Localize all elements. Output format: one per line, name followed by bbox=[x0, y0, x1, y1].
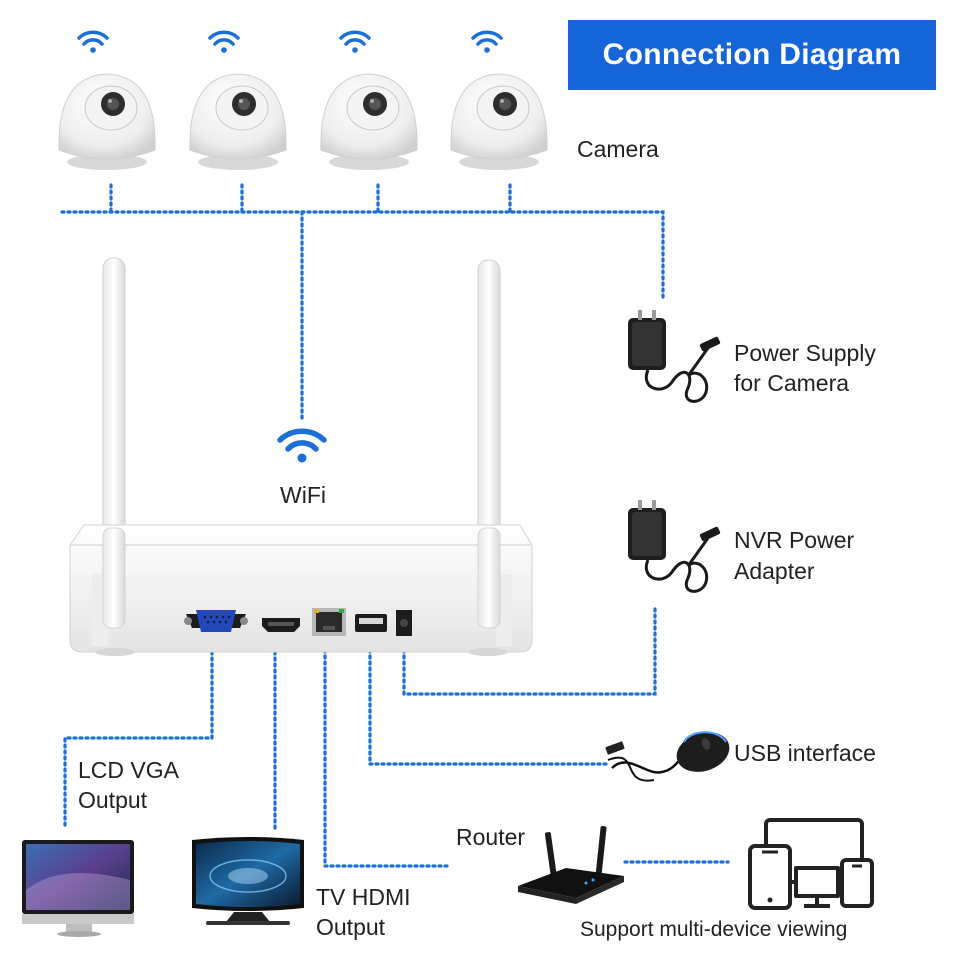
wifi-icon bbox=[339, 30, 371, 53]
lan-port bbox=[312, 608, 346, 636]
lcd-vga-label-line1: LCD VGA bbox=[78, 757, 179, 783]
wifi-icon bbox=[208, 30, 240, 53]
usb-interface-label: USB interface bbox=[734, 740, 876, 766]
router-label: Router bbox=[456, 824, 526, 850]
diagram-title: Connection Diagram bbox=[602, 38, 902, 71]
vga-port bbox=[184, 610, 248, 632]
wifi-label: WiFi bbox=[280, 482, 326, 508]
router bbox=[518, 826, 624, 904]
lcd-vga-label-line2: Output bbox=[78, 787, 148, 813]
mouse bbox=[605, 731, 730, 782]
dc-port bbox=[396, 610, 412, 636]
dome-camera bbox=[450, 73, 548, 170]
vga-line bbox=[63, 638, 214, 830]
wifi-icon bbox=[277, 428, 327, 463]
lcd-monitor bbox=[22, 840, 134, 937]
power-supply-label-line1: Power Supply bbox=[734, 340, 876, 366]
multi-device-icon bbox=[748, 818, 874, 910]
dc-power-line bbox=[402, 604, 657, 696]
dome-camera bbox=[58, 73, 156, 170]
lan-line bbox=[323, 636, 452, 868]
tv-hdmi-label-line1: TV HDMI bbox=[316, 884, 411, 910]
multi-device-label: Support multi-device viewing bbox=[580, 918, 848, 941]
camera-bus-line bbox=[60, 210, 665, 300]
cameras bbox=[58, 73, 548, 170]
title-banner: Connection Diagram bbox=[568, 20, 936, 90]
dome-camera bbox=[189, 73, 287, 170]
nvr-power-label-line1: NVR Power bbox=[734, 527, 855, 553]
nvr-recorder bbox=[69, 257, 533, 656]
camera-label: Camera bbox=[577, 136, 659, 162]
wifi-icon bbox=[471, 30, 503, 53]
tv-monitor bbox=[192, 837, 304, 925]
wifi-icon bbox=[77, 30, 109, 53]
power-adapter-nvr bbox=[628, 500, 721, 593]
connector-lines bbox=[60, 183, 730, 868]
tv-hdmi-label-line2: Output bbox=[316, 914, 386, 940]
wifi-icons bbox=[77, 30, 503, 463]
dome-camera bbox=[320, 73, 418, 170]
power-adapter-camera bbox=[628, 310, 721, 403]
usb-port bbox=[355, 614, 387, 632]
hdmi-port bbox=[262, 618, 300, 632]
nvr-power-label-line2: Adapter bbox=[734, 558, 815, 584]
power-supply-label-line2: for Camera bbox=[734, 370, 850, 396]
usb-line bbox=[368, 636, 610, 766]
